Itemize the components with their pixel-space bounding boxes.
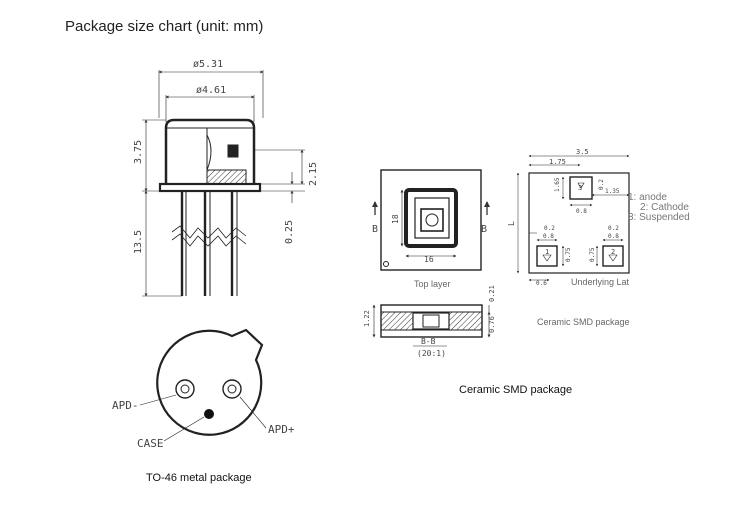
pin-label-cathode: 2: Cathode [640, 202, 689, 213]
dim-section-cap: 0.21 [488, 285, 496, 302]
dim-lead-length: 13.5 [133, 230, 144, 254]
smd-pin-legend: 1: anode 2: Cathode 3: Suspended [628, 193, 690, 223]
dim-pad-gap-left: 0.2 [544, 225, 555, 232]
section-label: B-B [421, 337, 436, 346]
caption-top-layer: Top layer [414, 279, 451, 289]
pad-number-2: 2 [611, 248, 615, 256]
dim-pad-small-a: 0.2 [598, 179, 605, 190]
dim-bottom-offset: 0.6 [536, 280, 547, 287]
caption-to46: TO-46 metal package [146, 472, 252, 484]
dim-cap-height: 3.75 [133, 140, 144, 164]
dim-inner-height: 18 [391, 214, 400, 224]
dim-section-total: 1.22 [363, 310, 371, 327]
section-mark-right: B [481, 224, 487, 235]
dim-flange-height: 2.15 [308, 162, 319, 186]
pad-number-3: 3 [578, 184, 582, 192]
dim-pad1-width: 0.8 [543, 233, 554, 240]
caption-underlying-layer: Underlying Lat [571, 277, 630, 287]
pad-number-1: 1 [545, 248, 549, 256]
dim-flange-thickness: 0.25 [284, 220, 295, 244]
pin-label-suspended: 3: Suspended [628, 212, 690, 223]
to46-side-view [142, 70, 305, 297]
dim-pad2-width: 0.8 [608, 233, 619, 240]
dim-inner-diameter: ø4.61 [196, 85, 226, 96]
dim-under-left-offset: 1.75 [549, 158, 566, 166]
dim-pad1-height: 0.75 [565, 247, 572, 262]
section-mark-left: B [372, 224, 378, 235]
dim-pad3-size: 1.65 [554, 177, 561, 192]
section-scale: (20:1) [417, 349, 446, 358]
dim-pad2-gap: 0.2 [608, 225, 619, 232]
smd-top-layer [372, 169, 490, 271]
dim-inner-width: 16 [424, 255, 434, 264]
page-title: Package size chart (unit: mm) [65, 18, 264, 35]
pin-label-anode: 1: anode [628, 192, 667, 203]
label-apd-plus: APD+ [268, 423, 295, 436]
smd-underlying-layer [516, 154, 630, 282]
dim-pad3-width: 0.8 [576, 208, 587, 215]
dim-pad-small-b: 1.35 [605, 188, 620, 195]
dim-section-layer: 0.76 [488, 316, 496, 333]
label-apd-minus: APD- [112, 399, 139, 412]
caption-ceramic-smd-small: Ceramic SMD package [537, 317, 630, 327]
caption-ceramic-smd: Ceramic SMD package [459, 384, 573, 396]
label-case: CASE [137, 437, 164, 450]
dim-outer-diameter: ø5.31 [193, 59, 223, 70]
smd-section-bb [372, 304, 491, 347]
dim-under-width: 3.5 [576, 148, 589, 156]
dim-pad2-height: 0.75 [589, 247, 596, 262]
dim-side-length: L [507, 221, 516, 226]
to46-bottom-view [139, 328, 267, 442]
